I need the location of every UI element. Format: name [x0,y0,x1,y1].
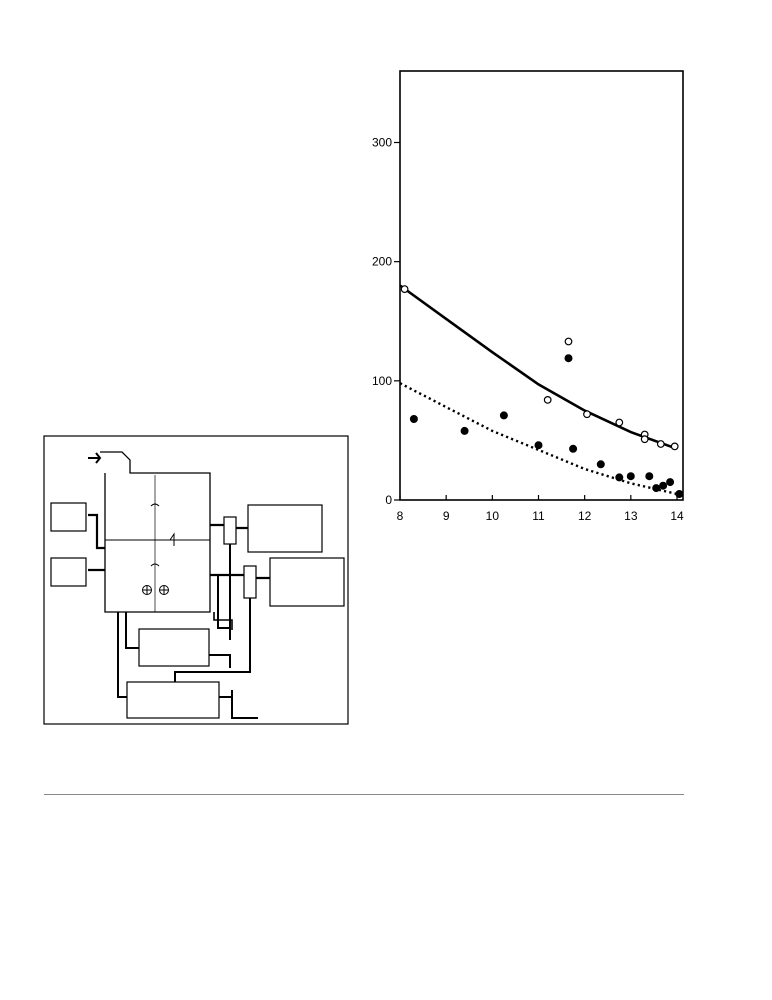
flow-line [210,523,248,530]
flow-line [210,573,270,580]
left-unit-lower [50,557,87,587]
y-tick-label: 200 [372,255,392,269]
main-vessel [100,451,211,613]
y-tick-label: 0 [385,493,392,507]
fan-icon [150,503,160,507]
data-point-filled [409,414,418,423]
data-point-filled [615,473,624,482]
x-tick-label: 13 [624,509,638,523]
y-tick-label: 300 [372,136,392,150]
fit-curve-dotted [399,382,678,496]
bottom-unit-lower [126,681,220,719]
fit-curve-solid [399,284,678,451]
data-point-filled [564,354,573,363]
burner-icon [142,585,152,595]
data-point-filled [645,472,654,481]
data-point-open [615,418,624,427]
left-unit-upper [50,502,87,532]
data-point-filled [499,411,508,420]
data-point-filled [534,441,543,450]
flow-line [213,612,233,630]
x-tick-label: 12 [578,509,592,523]
data-point-open [543,396,552,404]
x-tick-label: 8 [397,509,404,523]
data-point-filled [675,489,684,498]
inlet-arrow-icon [88,452,102,464]
data-point-filled [596,460,605,469]
data-point-filled [460,426,469,435]
flow-line [117,612,127,698]
data-point-open [583,410,591,419]
x-tick-label: 14 [670,509,684,523]
data-point-filled [666,478,675,487]
fan-icon [150,563,160,567]
flow-line [209,654,231,668]
y-tick-label: 100 [372,374,392,388]
flow-line [88,513,105,550]
data-point-open [400,285,409,294]
data-point-open [640,435,649,444]
page-divider [44,794,684,795]
data-point-open [670,442,679,451]
data-point-open [656,440,665,448]
x-tick-label: 10 [486,509,500,523]
flow-line [174,598,251,682]
data-point-filled [626,472,635,481]
data-point-filled [659,481,668,490]
diagram-frame [43,435,349,725]
flow-line [217,575,230,629]
data-point-filled [569,444,578,453]
x-tick-label: 9 [443,509,450,523]
right-unit-lower [269,557,345,607]
burner-icon [159,585,169,595]
data-point-open [564,337,573,346]
fan-icon [169,532,175,546]
flow-line [219,690,258,719]
x-tick-label: 11 [532,509,545,523]
data-point-filled [652,484,661,493]
flow-line [125,612,139,649]
